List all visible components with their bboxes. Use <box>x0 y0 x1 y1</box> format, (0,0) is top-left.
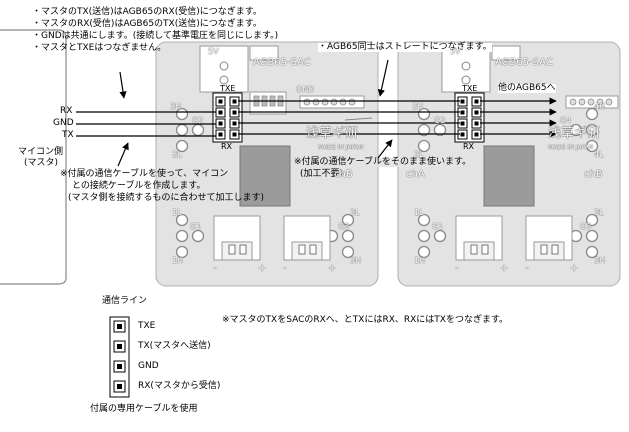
board-b-label-2l: 2L <box>414 150 424 159</box>
signal-wires <box>76 97 557 138</box>
board-a-label-2h: 2H <box>170 102 182 111</box>
board-a-label-2l: 2L <box>172 150 182 159</box>
board-b-label-g4: G4 <box>560 116 572 125</box>
note-line: ・マスタとTXEはつなぎません。 <box>32 43 167 53</box>
arrow-cable-note <box>117 142 129 167</box>
board-b-label-2h: 2H <box>412 102 424 111</box>
note-line: ・GNDは共通にします。(接続して基準電圧を同じにします。) <box>32 31 279 41</box>
board-a-brand: 浅草ギ研 <box>306 126 359 141</box>
board-a-ch-b: chB <box>334 169 353 180</box>
board-b-ch-b: chB <box>584 169 603 180</box>
board-b-comm-connector <box>454 92 485 143</box>
agb65-board-a <box>155 41 379 287</box>
board-b-ch-a: chA <box>406 169 425 180</box>
board-b-label-g3: G3 <box>580 222 592 231</box>
board-a-chip <box>239 145 291 207</box>
board-a-label-g2: G2 <box>192 116 204 125</box>
cable-note: ※付属の通信ケーブルを使って、マイコン <box>60 169 229 179</box>
arrow-notes-top <box>119 71 127 99</box>
board-b-name: AGB65-SAC <box>495 57 553 68</box>
note-straight: ・AGB65同士はストレートにつなぎます。 <box>318 42 492 52</box>
board-a-pin-gnd: GND <box>296 85 315 94</box>
board-a-label-1h: 1H <box>172 256 184 265</box>
board-b-label-g1: G1 <box>432 222 444 231</box>
board-b-label-3l: 3L <box>594 208 604 217</box>
cable-note-2: ※付属の通信ケーブルをそのまま使います。 <box>294 157 472 167</box>
agb65-board-b <box>397 41 621 287</box>
master-label: マイコン側 <box>18 147 64 157</box>
board-b-brand: 浅草ギ研 <box>548 126 601 141</box>
board-a-label-g1: G1 <box>190 222 202 231</box>
conn-b-bottom-label: RX <box>463 142 475 151</box>
board-a-label-g3: G3 <box>338 222 350 231</box>
signal-label-gnd: GND <box>53 118 74 128</box>
board-a-motor-minus: - <box>213 263 217 274</box>
note-line: ・マスタのRX(受信)はAGB65のTX(送信)につなぎます。 <box>32 19 262 29</box>
board-a-label-3h: 3H <box>350 256 362 265</box>
board-a-brand-sub: MADE IN JAPAN <box>318 144 364 151</box>
arrow-straight <box>377 59 389 97</box>
board-b-label-g2: G2 <box>434 116 446 125</box>
board-a-name: AGB65-SAC <box>253 57 311 68</box>
bottom-note: ※マスタのTXをSACのRXへ、とTXにはRX、RXにはTXをつなぎます。 <box>222 315 509 325</box>
board-b-motor-plus-2: + <box>570 263 579 274</box>
conn-a-bottom-label: RX <box>221 142 233 151</box>
legend-item-gnd: GND <box>138 361 159 371</box>
board-a-motor-minus-2: - <box>283 263 287 274</box>
signal-label-tx: TX <box>62 130 74 140</box>
legend-connector-icon <box>109 316 130 398</box>
board-b-pin-5v: 5V <box>450 47 461 56</box>
conn-a-top-label: TXE <box>220 84 236 93</box>
board-a-comm-connector <box>212 92 243 143</box>
board-b-label-4h: 4H <box>594 102 606 111</box>
board-b-motor-minus: - <box>455 263 459 274</box>
board-a-motor-plus-2: + <box>328 263 337 274</box>
board-b-label-4l: 4L <box>594 150 604 159</box>
cable-note: との接続ケーブルを作成します。 <box>72 181 206 191</box>
signal-label-rx: RX <box>60 106 73 116</box>
legend-item-rx: RX(マスタから受信) <box>138 381 221 391</box>
note-line: ・マスタのTX(送信)はAGB65のRX(受信)につなぎます。 <box>32 7 262 17</box>
legend-title: 通信ライン <box>102 296 148 306</box>
conn-b-top-label: TXE <box>462 84 478 93</box>
master-board-outline <box>0 29 67 285</box>
board-a-motor-plus: + <box>258 263 267 274</box>
board-b-brand-sub: MADE IN JAPAN <box>548 144 594 151</box>
legend-item-tx: TX(マスタへ送信) <box>138 341 211 351</box>
legend-item-txe: TXE <box>138 321 156 331</box>
board-b-motor-plus: + <box>500 263 509 274</box>
board-b-label-1h: 1H <box>414 256 426 265</box>
board-b-chip <box>483 145 535 207</box>
legend-footer: 付属の専用ケーブルを使用 <box>90 404 198 414</box>
note-to-other-board: 他のAGB65へ <box>498 83 556 93</box>
arrow-cable-note2 <box>377 139 393 159</box>
board-a-label-3l: 3L <box>350 208 360 217</box>
board-a-pin-5v: 5V <box>208 47 219 56</box>
board-a-label-1l: 1L <box>172 208 182 217</box>
master-label-sub: (マスタ) <box>24 158 59 168</box>
board-b-label-1l: 1L <box>414 208 424 217</box>
board-b-motor-minus-2: - <box>525 263 529 274</box>
board-b-label-3h: 3H <box>594 256 606 265</box>
cable-note-2-sub: (加工不要) <box>300 169 344 179</box>
cable-note: (マスタ側を接続するものに合わせて加工します) <box>68 193 265 203</box>
